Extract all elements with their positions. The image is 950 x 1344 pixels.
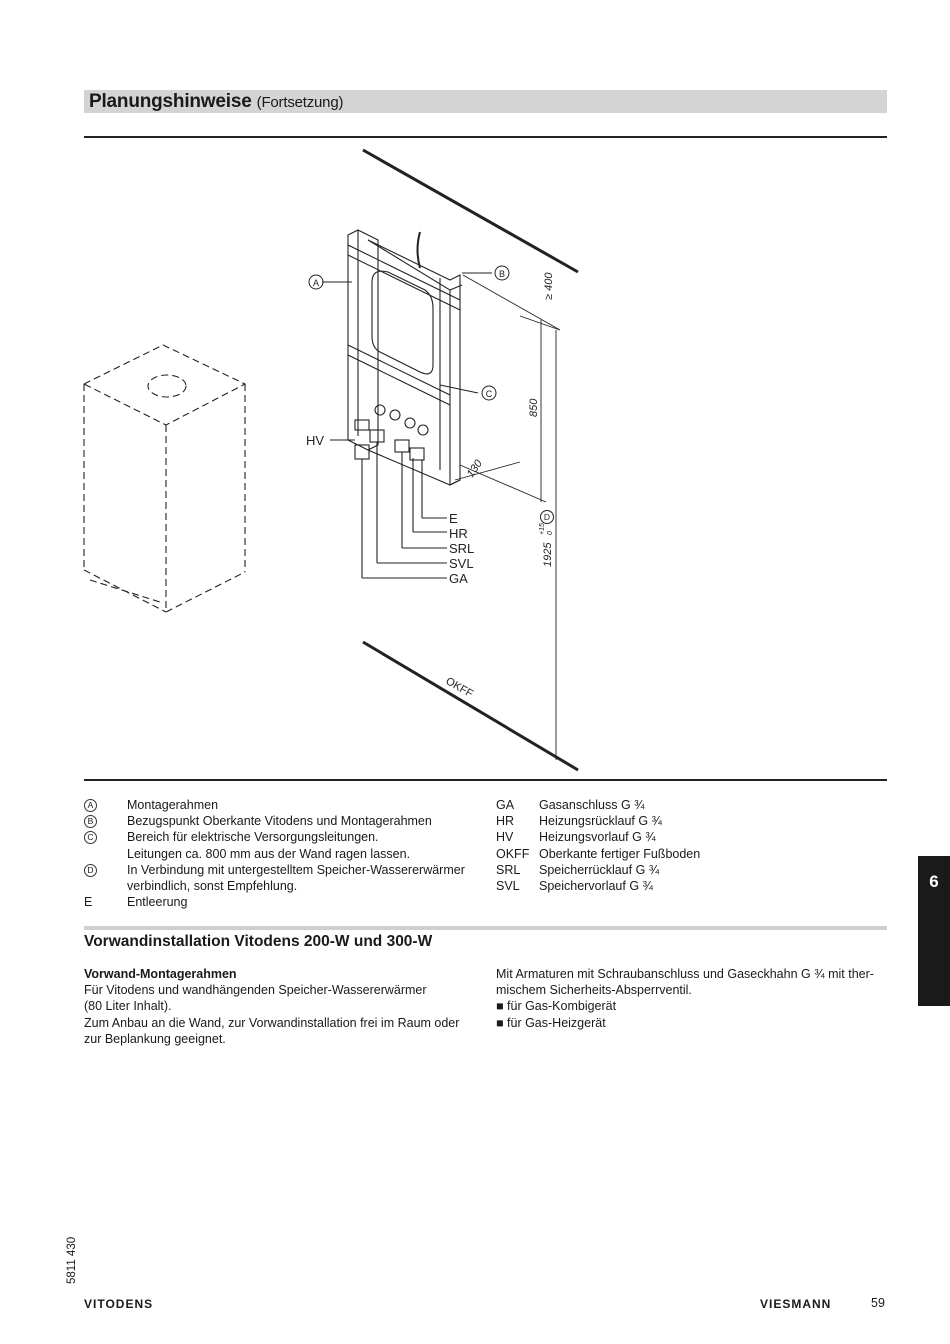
label-b-circle: B	[494, 265, 510, 281]
legend-text: Oberkante fertiger Fußboden	[539, 846, 701, 861]
paragraph-line: (80 Liter Inhalt).	[84, 999, 172, 1014]
legend-key: B	[84, 815, 97, 829]
legend-text: Entleerung	[127, 895, 188, 910]
legend-key: OKFF	[496, 846, 530, 861]
page-title: Planungshinweise (Fortsetzung)	[89, 91, 343, 113]
legend-key: SVL	[496, 879, 520, 894]
label-okff: OKFF	[444, 675, 476, 700]
legend-item: SVL Speichervorlauf G ¾	[496, 878, 886, 894]
legend-item: SRL Speicherrücklauf G ¾	[496, 862, 886, 878]
label-d-circle: D	[540, 510, 554, 524]
chapter-tab: 6	[918, 856, 950, 1006]
legend-key: C	[84, 831, 97, 845]
label-hr: HR	[449, 526, 468, 541]
legend-text: Leitungen ca. 800 mm aus der Wand ragen …	[127, 846, 411, 861]
legend-text: Heizungsrücklauf G ¾	[539, 814, 662, 829]
label-e: E	[449, 511, 458, 526]
label-c: C	[486, 389, 493, 399]
page-number: 59	[871, 1296, 885, 1310]
legend-key: E	[84, 895, 93, 910]
title-main: Planungshinweise	[89, 91, 252, 112]
legend-text: Bereich für elektrische Versorgungsleitu…	[127, 830, 379, 845]
paragraph-line: Zum Anbau an die Wand, zur Vorwandinstal…	[84, 1015, 460, 1030]
appliance-outline	[82, 344, 247, 613]
label-a: A	[313, 278, 319, 288]
legend-key: SRL	[496, 862, 521, 877]
dim-height: 850	[528, 398, 540, 417]
technical-drawing: A B C HV E HR SRL SVL GA OKFF ≥ 400 850 …	[82, 148, 579, 772]
legend-item: D In Verbindung mit untergestelltem Speic…	[84, 862, 484, 878]
section-rule	[84, 926, 887, 930]
legend-text: Bezugspunkt Oberkante Vitodens und Monta…	[127, 814, 432, 829]
legend-item: HR Heizungsrücklauf G ¾	[496, 813, 886, 829]
label-svl: SVL	[449, 556, 474, 571]
legend-text: Gasanschluss G ¾	[539, 798, 645, 812]
legend-key: GA	[496, 798, 515, 812]
legend-text: Montagerahmen	[127, 798, 219, 812]
floor-line	[362, 640, 579, 772]
legend-left: A Montagerahmen B Bezugspunkt Oberkante Vi…	[84, 797, 484, 910]
label-b: B	[499, 269, 505, 279]
paragraph-line: mischem Sicherheits-Absperrventil.	[496, 983, 692, 998]
label-c-circle: C	[481, 385, 497, 401]
legend-item: B Bezugspunkt Oberkante Vitodens und Mont…	[84, 813, 484, 829]
installation-drawing: A B C HV E HR SRL SVL GA OKFF ≥ 400 850 …	[0, 140, 950, 780]
legend-item: verbindlich, sonst Empfehlung.	[84, 878, 484, 894]
legend-key: HR	[496, 814, 515, 829]
legend-text: verbindlich, sonst Empfehlung.	[127, 879, 298, 894]
legend-key: HV	[496, 830, 514, 845]
section-left-column: Vorwand-Montagerahmen Für Vitodens und w…	[84, 966, 484, 1047]
dimension-lines	[454, 274, 561, 760]
legend-text: In Verbindung mit untergestelltem Speich…	[127, 862, 465, 877]
paragraph-line: Mit Armaturen mit Schraubanschluss und G…	[496, 967, 874, 981]
paragraph-line: Für Vitodens und wandhängenden Speicher-…	[84, 983, 427, 998]
label-a-circle: A	[308, 274, 324, 290]
paragraph-line: zur Beplankung geeignet.	[84, 1031, 226, 1046]
page-header: Planungshinweise (Fortsetzung)	[84, 90, 887, 113]
legend-key: D	[84, 863, 97, 877]
top-rule	[84, 136, 887, 138]
dim-tol-plus: +15	[539, 523, 546, 535]
wall-line-top	[362, 148, 579, 274]
legend-item: GA Gasanschluss G ¾	[496, 797, 886, 813]
section-title: Vorwandinstallation Vitodens 200-W und 3…	[84, 933, 433, 950]
legend-item: OKFF Oberkante fertiger Fußboden	[496, 846, 886, 862]
legend-text: Speicherrücklauf G ¾	[539, 862, 660, 877]
bullet-item: ■ für Gas-Kombigerät	[496, 999, 617, 1014]
mounting-frame	[347, 229, 463, 486]
dim-top: ≥ 400	[543, 272, 555, 300]
legend-text: Speichervorlauf G ¾	[539, 879, 653, 894]
mid-rule	[84, 779, 887, 781]
legend-item: E Entleerung	[84, 894, 484, 910]
section-right-column: Mit Armaturen mit Schraubanschluss und G…	[496, 966, 888, 1031]
document-number: 5811 430	[66, 1236, 78, 1284]
legend-key: A	[84, 799, 97, 812]
dim-total: 1925	[542, 542, 554, 567]
chapter-number: 6	[929, 872, 939, 891]
company-logo: VIESMANN	[760, 1297, 832, 1311]
bullet-item: ■ für Gas-Heizgerät	[496, 1015, 606, 1030]
legend-text: Heizungsvorlauf G ¾	[539, 830, 656, 845]
title-subtitle: (Fortsetzung)	[256, 94, 344, 111]
legend-right: GA Gasanschluss G ¾ HR Heizungsrücklauf G …	[496, 797, 886, 894]
legend-item: Leitungen ca. 800 mm aus der Wand ragen …	[84, 846, 484, 862]
section-subhead: Vorwand-Montagerahmen	[84, 967, 237, 981]
label-srl: SRL	[449, 541, 474, 556]
product-brand: VITODENS	[84, 1297, 154, 1311]
label-d: D	[544, 512, 550, 522]
legend-item: C Bereich für elektrische Versorgungsleit…	[84, 829, 484, 845]
label-ga: GA	[449, 571, 468, 586]
legend-item: HV Heizungsvorlauf G ¾	[496, 829, 886, 845]
fittings	[322, 272, 492, 579]
label-hv: HV	[306, 433, 324, 448]
legend-item: A Montagerahmen	[84, 797, 484, 813]
dim-tol-minus: 0	[547, 531, 554, 535]
